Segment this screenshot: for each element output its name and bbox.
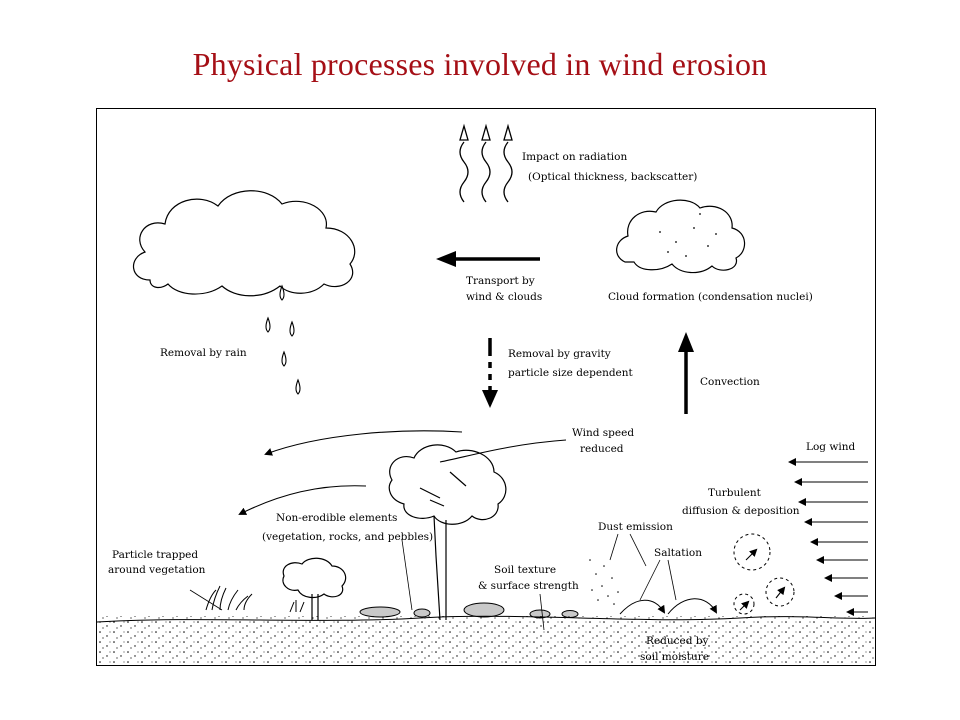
turbulent-label-line1: Turbulent <box>708 487 762 499</box>
removal-rain-label: Removal by rain <box>160 347 247 359</box>
windspeed-label-line1: Wind speed <box>572 427 634 439</box>
soil-moisture-label-line1: Reduced by <box>646 635 708 647</box>
rain-drops <box>265 284 301 395</box>
dust-emission-speckles <box>589 559 619 605</box>
dust-cloud <box>616 199 746 274</box>
windspeed-label-line2: reduced <box>580 443 624 455</box>
transport-label-line2: wind & clouds <box>466 291 542 303</box>
radiation-squiggles <box>459 123 513 203</box>
logwind-label: Log wind <box>806 441 855 453</box>
trapped-label-line1: Particle trapped <box>112 549 198 561</box>
dust-emission-label: Dust emission <box>598 521 673 533</box>
saltation-label: Saltation <box>654 547 702 559</box>
rain-cloud <box>133 190 356 297</box>
transport-arrow <box>436 251 540 267</box>
eddy-arrows <box>739 548 786 611</box>
bush-tree <box>282 557 347 620</box>
wind-curves <box>238 430 567 515</box>
nonerodible-label-line2: (vegetation, rocks, and pebbles) <box>262 531 433 543</box>
cloud-particles <box>659 213 717 257</box>
tall-tree <box>388 444 507 621</box>
slide-title: Physical processes involved in wind eros… <box>192 46 768 82</box>
trapped-label-line2: around vegetation <box>108 564 206 576</box>
impact-label-line1: Impact on radiation <box>522 151 627 163</box>
ground-surface <box>96 615 876 623</box>
transport-label-line1: Transport by <box>466 275 535 287</box>
saltation-hops <box>619 598 717 615</box>
soil-texture-label-line2: & surface strength <box>478 580 579 592</box>
cloud-formation-label: Cloud formation (condensation nuclei) <box>608 291 813 303</box>
nonerodible-label-line1: Non-erodible elements <box>276 512 397 524</box>
gravity-label-line2: particle size dependent <box>508 367 634 379</box>
pebbles <box>359 602 579 619</box>
gravity-arrow <box>482 338 498 408</box>
grass-tuft <box>205 585 305 613</box>
impact-label-line2: (Optical thickness, backscatter) <box>528 171 697 183</box>
turbulent-eddies <box>733 533 795 615</box>
soil-moisture-label-line2: soil moisture <box>640 651 709 663</box>
turbulent-label-line2: diffusion & deposition <box>682 505 800 517</box>
convection-label: Convection <box>700 376 760 388</box>
leader-lines <box>189 533 677 631</box>
soil-ground <box>97 616 875 664</box>
soil-texture-label-line1: Soil texture <box>494 564 556 576</box>
convection-arrow <box>678 332 694 414</box>
log-wind-arrows <box>788 458 868 616</box>
gravity-label-line1: Removal by gravity <box>508 348 611 360</box>
